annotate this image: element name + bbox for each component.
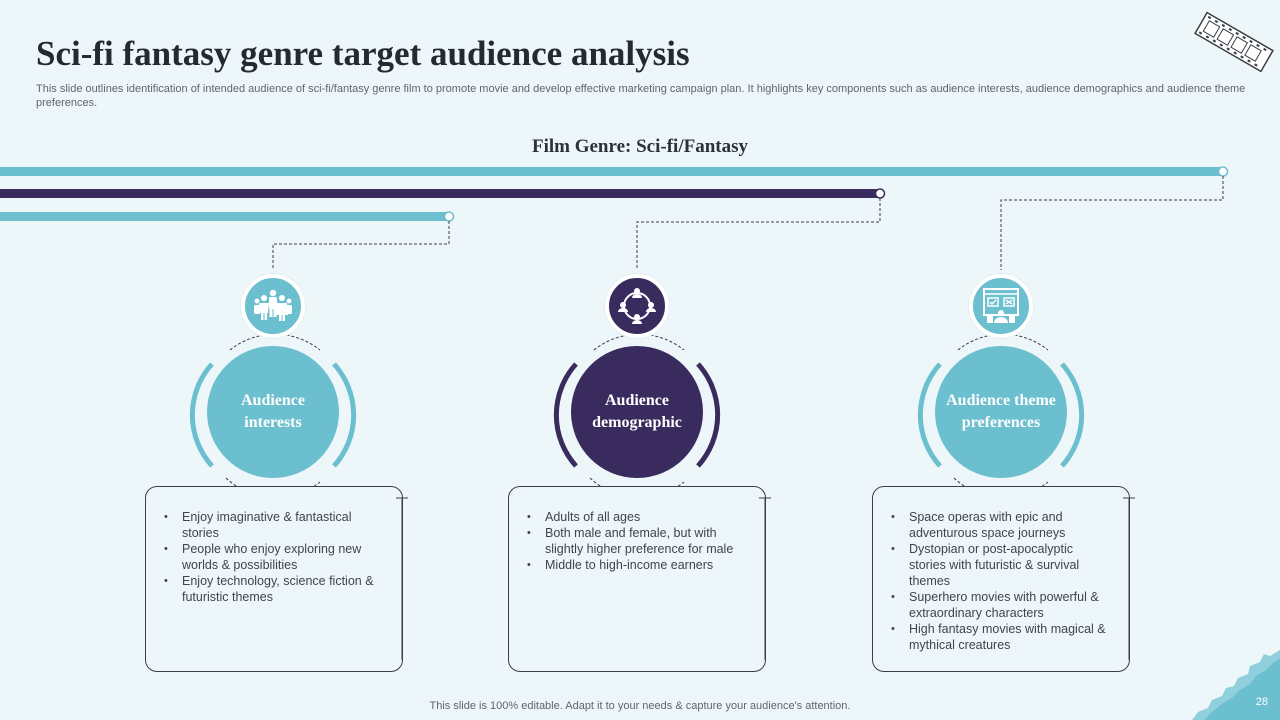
film-strip-icon (1194, 11, 1274, 73)
audience-theme-preferences-heading: Audience theme preferences (946, 392, 1056, 431)
list-item: Dystopian or post-apocalyptic stories wi… (889, 541, 1109, 589)
slide-description: This slide outlines identification of in… (36, 83, 1246, 109)
torn-paper-corner-decoration (1192, 650, 1280, 720)
bar-interests (0, 212, 449, 221)
audience-interests-card: Enjoy imaginative & fantastical stories … (145, 486, 403, 672)
footer-note: This slide is 100% editable. Adapt it to… (429, 700, 851, 712)
list-item: Enjoy imaginative & fantastical stories (162, 509, 382, 541)
audience-theme-preferences-circle: Audience theme preferences (935, 346, 1067, 478)
audience-demographic-heading: Audience demographic (592, 392, 682, 431)
audience-theme-preferences-card: Space operas with epic and adventurous s… (872, 486, 1130, 672)
slide-title: Sci-fi fantasy genre target audience ana… (36, 34, 690, 73)
list-item: Middle to high-income earners (525, 557, 745, 573)
audience-interests-circle: Audience interests (207, 346, 339, 478)
film-genre-label: Film Genre: Sci-fi/Fantasy (531, 136, 748, 157)
audience-demographic-card: Adults of all ages Both male and female,… (508, 486, 766, 672)
list-item: Enjoy technology, science fiction & futu… (162, 573, 382, 605)
list-item: Adults of all ages (525, 509, 745, 525)
bar-preferences (0, 167, 1223, 176)
bar-demographic (0, 189, 880, 198)
audience-demographic-circle: Audience demographic (571, 346, 703, 478)
list-item: People who enjoy exploring new worlds & … (162, 541, 382, 573)
list-item: Space operas with epic and adventurous s… (889, 509, 1109, 541)
audience-group-icon (241, 274, 305, 338)
audience-interests-heading: Audience interests (241, 392, 305, 431)
list-item: Superhero movies with powerful & extraor… (889, 589, 1109, 621)
presentation-board-icon (969, 274, 1033, 338)
list-item: High fantasy movies with magical & mythi… (889, 621, 1109, 653)
page-number: 28 (1255, 696, 1268, 708)
network-people-icon (605, 274, 669, 338)
list-item: Both male and female, but with slightly … (525, 525, 745, 557)
